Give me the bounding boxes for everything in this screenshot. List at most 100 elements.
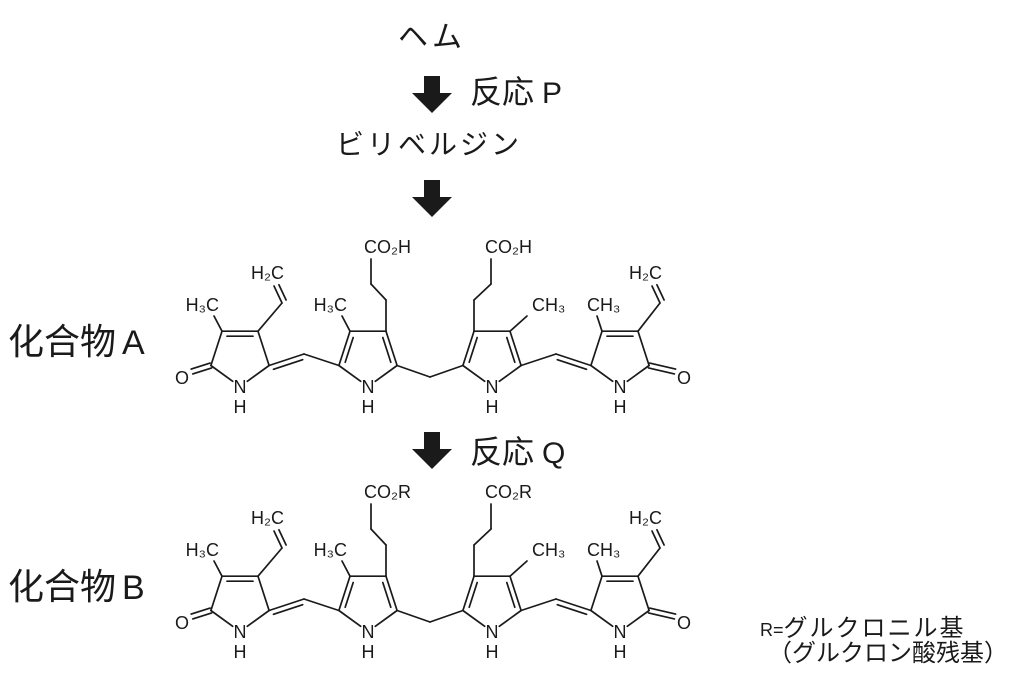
biliverdin-label: ビリベルジン xyxy=(336,128,523,161)
r-prefix: R= xyxy=(760,620,784,640)
side-chain-bond xyxy=(370,528,387,546)
oxygen-label: O xyxy=(677,613,691,633)
ring-double-bond xyxy=(509,575,522,612)
hydrogen-label: H xyxy=(614,642,627,662)
methylene-bond xyxy=(429,609,464,623)
down-arrow-reaction-p xyxy=(412,76,452,113)
methine-double-bond-second-line xyxy=(272,358,304,371)
ring-double-bond xyxy=(509,330,522,367)
r-alternate-name: （グルクロン酸残基） xyxy=(768,639,1008,667)
oxygen-label: O xyxy=(175,613,189,633)
ring-double-bond xyxy=(338,330,351,367)
ring-bond xyxy=(257,575,270,612)
vinyl-bond xyxy=(257,547,283,578)
methine-double-bond xyxy=(268,598,305,612)
ring-double-bond-second-line xyxy=(381,581,392,609)
hydrogen-label: H xyxy=(614,397,627,417)
methine-bond xyxy=(303,598,340,612)
hydrogen-label: H xyxy=(486,397,499,417)
ring-bond xyxy=(246,609,270,628)
ring-bond xyxy=(210,575,223,612)
methine-double-bond xyxy=(555,353,592,367)
nitrogen-label: N xyxy=(486,622,499,642)
compound-a-word: 化合物 xyxy=(8,322,117,363)
ring-bond xyxy=(462,364,486,383)
compound-b-word: 化合物 xyxy=(8,567,117,608)
vinyl-bond xyxy=(637,547,661,578)
methyl-bond xyxy=(509,560,528,578)
side-chain-label: CO₂R xyxy=(485,482,532,502)
nitrogen-label: N xyxy=(614,622,627,642)
carbonyl-double-bond-second-line xyxy=(648,362,677,370)
ring-bond xyxy=(210,364,234,383)
vinyl-double-bond xyxy=(273,530,283,549)
ring-bond xyxy=(246,364,270,383)
carbonyl-double-bond-second-line xyxy=(191,612,213,620)
vinyl-label: H₂C xyxy=(251,508,284,528)
side-chain-bond xyxy=(370,283,387,301)
ring-bond xyxy=(374,609,398,628)
hydrogen-label: H xyxy=(234,397,247,417)
side-chain-label: CO₂R xyxy=(364,482,411,502)
down-arrow-to-compound-a xyxy=(412,180,452,217)
ring-double-bond-second-line xyxy=(381,336,392,364)
methylene-bond xyxy=(396,609,431,623)
reaction-p-letter: P xyxy=(542,77,563,110)
ring-bond xyxy=(590,575,603,612)
carbonyl-double-bond xyxy=(190,607,211,615)
oxygen-label: O xyxy=(677,368,691,388)
compound-a-letter: A xyxy=(122,324,145,362)
methyl-bond xyxy=(596,560,603,578)
ring-bond xyxy=(498,609,522,628)
ring-bond xyxy=(462,609,486,628)
vinyl-double-bond-second-line xyxy=(656,283,665,301)
methyl-bond xyxy=(341,560,351,578)
methine-double-bond-second-line xyxy=(272,603,304,616)
ring-bond xyxy=(338,364,362,383)
hydrogen-label: H xyxy=(362,397,375,417)
vinyl-double-bond xyxy=(273,285,283,304)
ring-bond xyxy=(637,575,650,612)
reaction-q-letter: Q xyxy=(542,437,566,470)
nitrogen-label: N xyxy=(234,377,247,397)
methylene-bond xyxy=(396,364,431,378)
methine-bond xyxy=(303,353,340,367)
methyl-bond xyxy=(596,315,603,333)
nitrogen-label: N xyxy=(486,377,499,397)
vinyl-double-bond xyxy=(651,530,661,549)
ring-double-bond-second-line xyxy=(344,336,355,364)
methyl-label: H₃C xyxy=(314,295,347,315)
hydrogen-label: H xyxy=(362,642,375,662)
methyl-bond xyxy=(509,315,528,333)
vinyl-double-bond xyxy=(651,285,661,304)
oxygen-label: O xyxy=(175,368,189,388)
methyl-label: CH₃ xyxy=(532,295,565,315)
hydrogen-label: H xyxy=(486,642,499,662)
methine-double-bond xyxy=(268,353,305,367)
ring-bond xyxy=(210,609,234,628)
vinyl-label: H₂C xyxy=(251,263,284,283)
ring-double-bond xyxy=(385,575,398,612)
r-group-name: グルクロニル基 xyxy=(783,614,966,642)
ring-bond xyxy=(338,609,362,628)
vinyl-label: H₂C xyxy=(629,508,662,528)
ring-bond xyxy=(590,364,614,383)
ring-bond xyxy=(498,364,522,383)
methyl-bond xyxy=(213,560,223,578)
reaction-q-word: 反応 xyxy=(470,433,535,471)
ring-bond xyxy=(210,330,223,367)
ring-double-bond xyxy=(385,330,398,367)
ring-double-bond xyxy=(338,575,351,612)
nitrogen-label: N xyxy=(362,377,375,397)
methine-double-bond-second-line xyxy=(556,358,588,371)
methine-bond xyxy=(520,598,557,612)
carbonyl-double-bond xyxy=(647,612,676,620)
ring-bond xyxy=(590,330,603,367)
methyl-label: CH₃ xyxy=(587,540,620,560)
